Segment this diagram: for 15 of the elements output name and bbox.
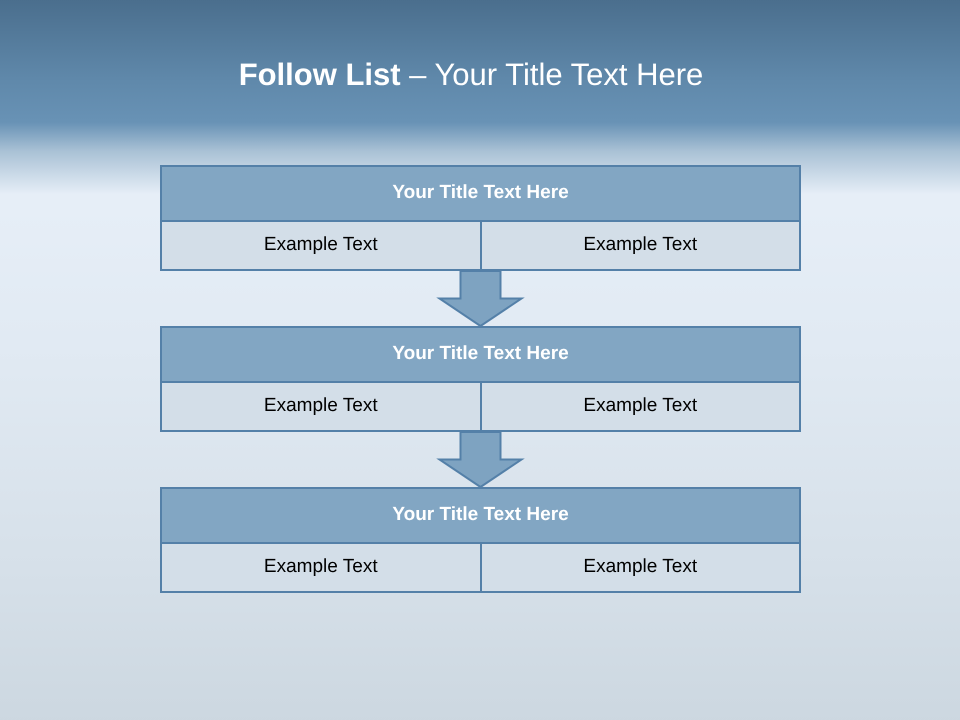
block-arrow xyxy=(436,270,525,328)
list-group-box xyxy=(160,326,801,432)
group-title: Your Title Text Here xyxy=(392,342,569,366)
slide-title: Follow List – Your Title Text Here xyxy=(238,57,704,92)
cell-text: Example Text xyxy=(583,555,698,580)
group-title: Your Title Text Here xyxy=(392,181,569,206)
list-group-box xyxy=(160,165,801,271)
cell-text: Example Text xyxy=(583,394,698,418)
cell-text: Example Text xyxy=(264,394,378,418)
group-title: Your Title Text Here xyxy=(392,503,569,528)
list-group-box xyxy=(160,487,801,593)
cell-text: Example Text xyxy=(264,233,378,258)
cell-text: Example Text xyxy=(583,233,698,258)
cell-text: Example Text xyxy=(264,555,378,580)
block-arrow xyxy=(436,431,525,488)
